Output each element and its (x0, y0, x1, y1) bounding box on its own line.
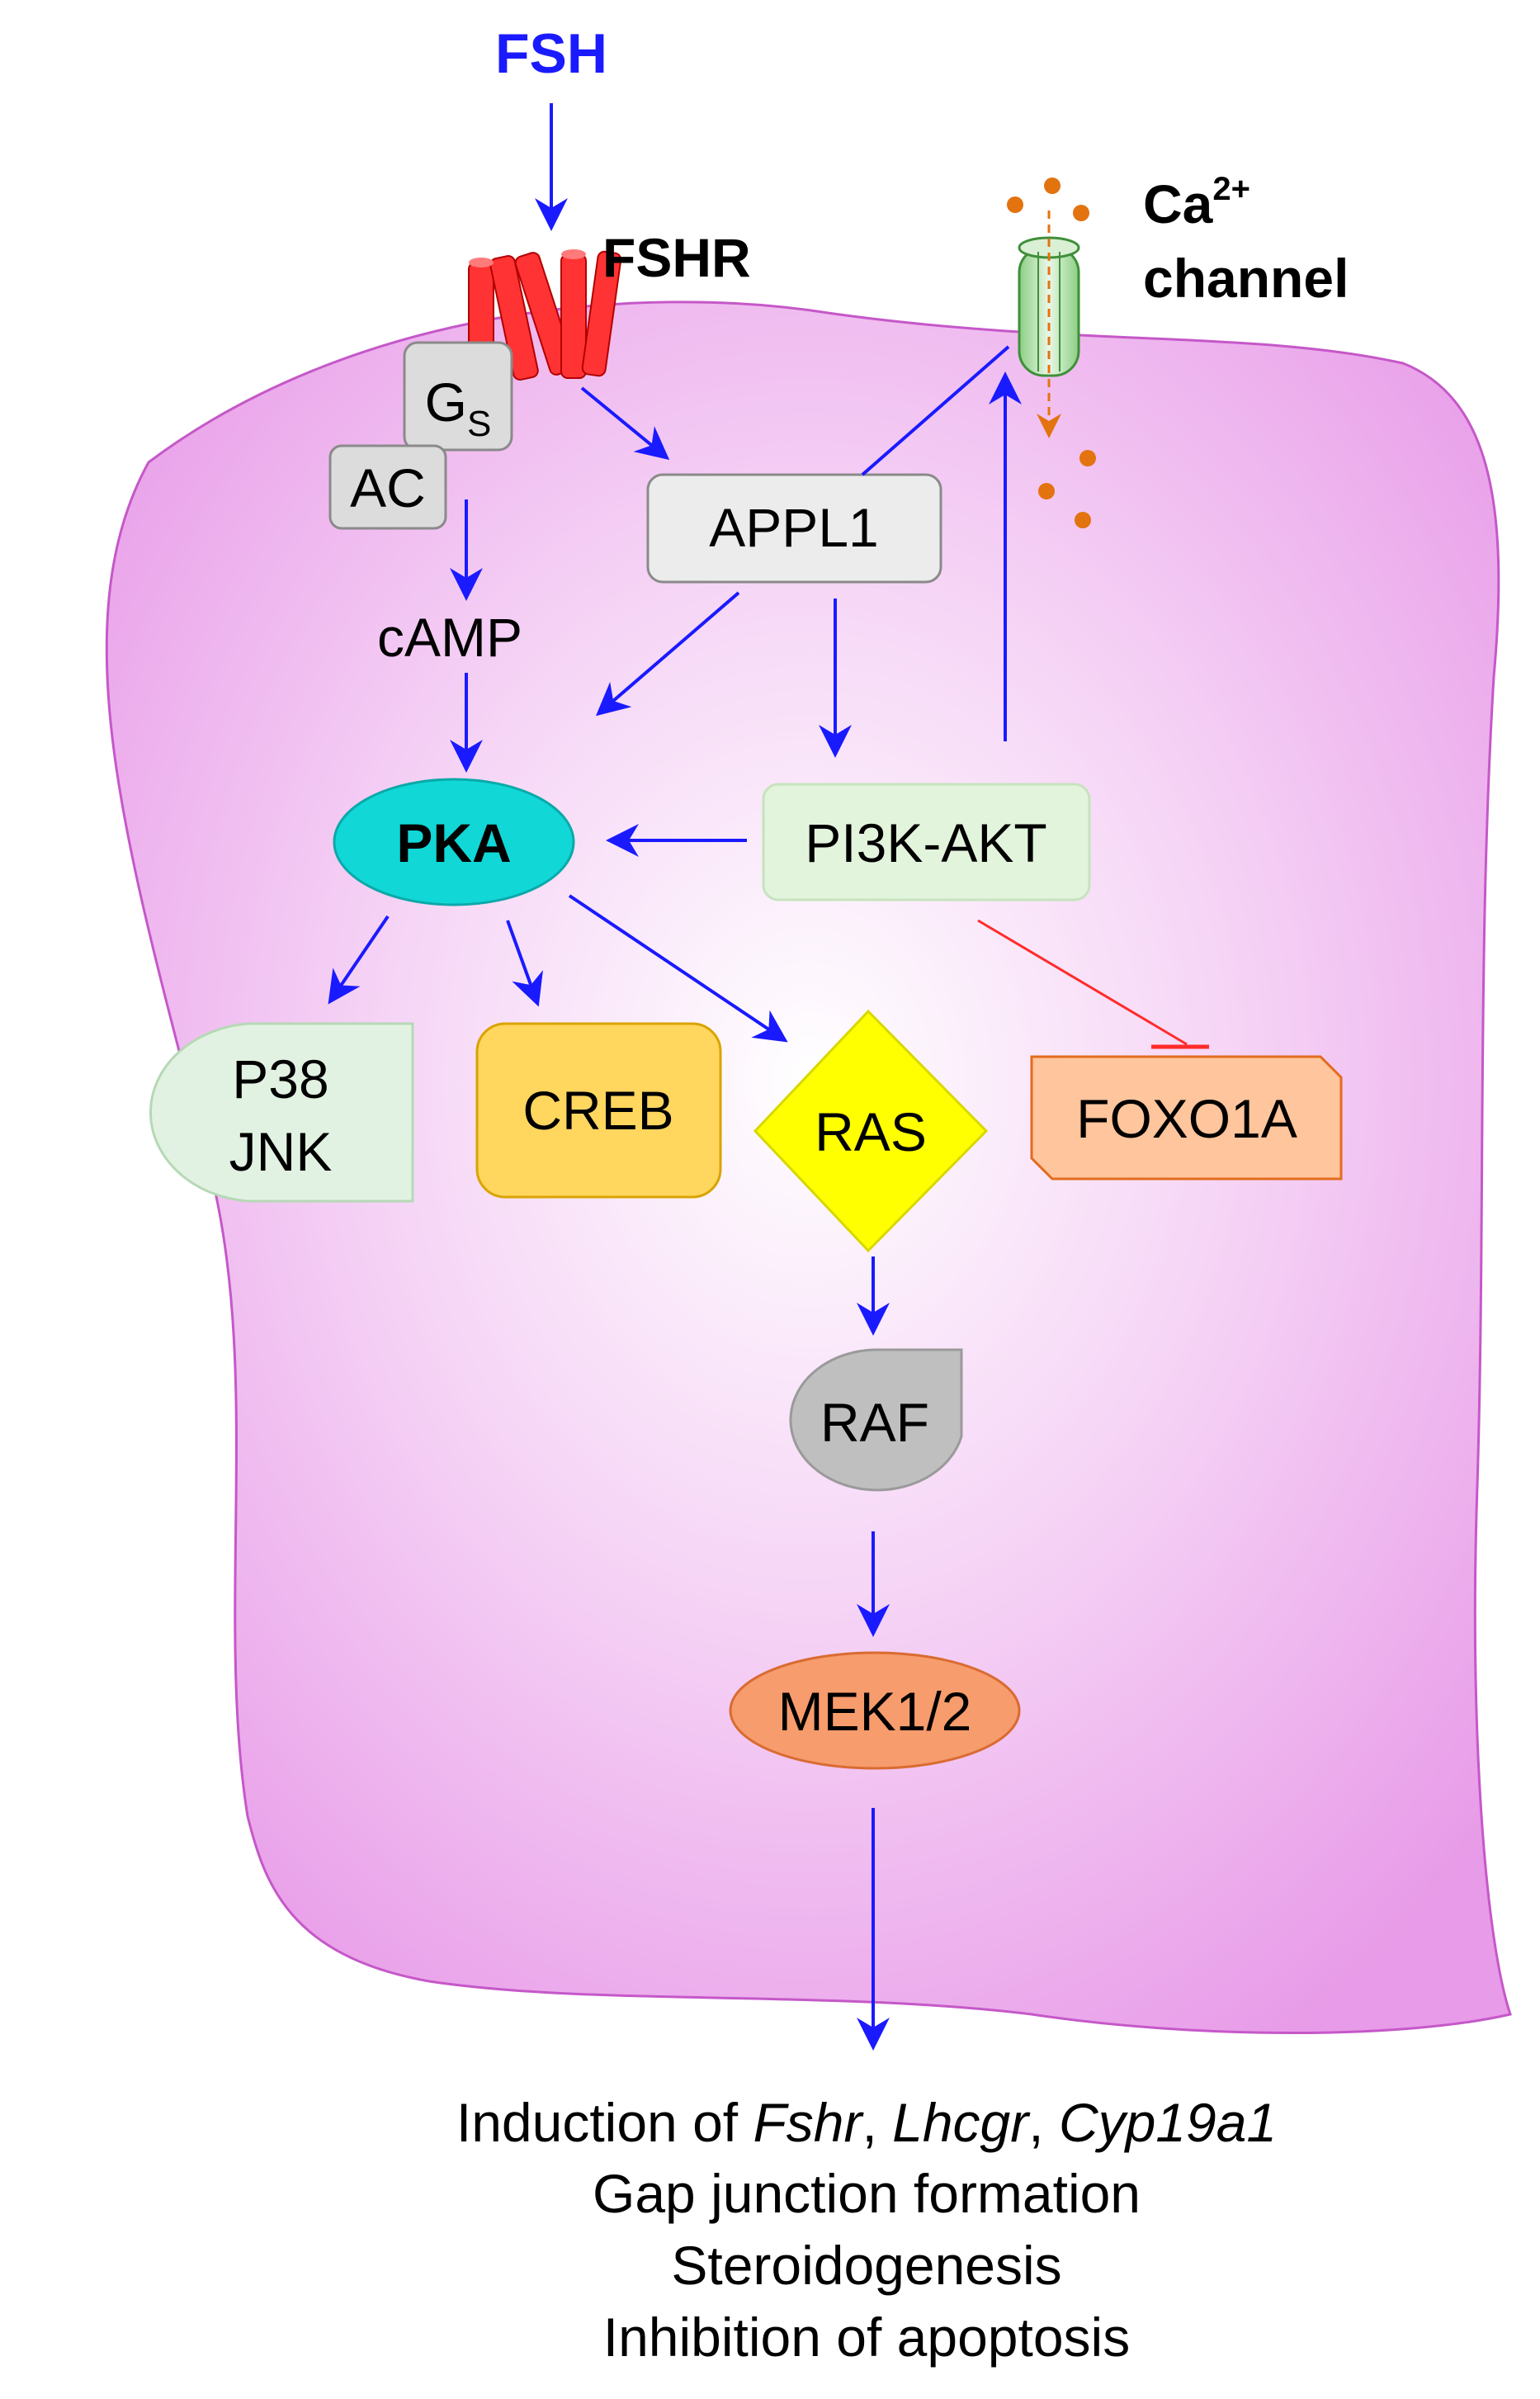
raf-node (789, 1348, 963, 1492)
camp-label: cAMP (377, 607, 522, 668)
pi3k-akt-box (762, 783, 1091, 901)
ac-box (328, 444, 447, 530)
pi3k-inhibits-foxo1a (977, 919, 1209, 1049)
appl1-box (646, 473, 942, 584)
gs-box (403, 341, 513, 452)
pka-to-p38-arrow (328, 915, 390, 1005)
pi3k-akt-label: PI3K-AKT (805, 812, 1046, 873)
fshr-label: FSHR (602, 227, 751, 288)
mek-label: MEK1/2 (778, 1681, 972, 1742)
outcome-apoptosis: Inhibition of apoptosis (603, 2307, 1130, 2368)
ras-label: RAS (815, 1101, 927, 1162)
pka-node (333, 778, 575, 906)
ac-label: AC (350, 457, 426, 518)
jnk-label: JNK (229, 1121, 333, 1182)
pka-to-creb-arrow (506, 920, 543, 1007)
ca-channel-label: Ca2+ (1143, 171, 1250, 234)
foxo1a-node (1030, 1055, 1343, 1181)
raf-label: RAF (820, 1392, 929, 1453)
appl1-to-pka-arrow (595, 591, 740, 717)
calcium-ions-icon (1007, 177, 1096, 528)
ras-node (753, 1009, 989, 1253)
appl1-label: APPL1 (709, 497, 878, 558)
outcome-induction: Induction of Fshr, Lhcgr, Cyp19a1 (456, 2092, 1277, 2153)
fshr-to-appl1-arrow (580, 386, 670, 461)
ca-channel-label-2: channel (1143, 248, 1349, 309)
p38-jnk-node (149, 1022, 414, 1203)
pathway-arrows (328, 345, 1022, 2051)
outcome-gap-junction: Gap junction formation (593, 2163, 1141, 2224)
fsh-label: FSH (495, 22, 607, 85)
appl1-to-channel-line (861, 345, 1010, 476)
creb-box (475, 1022, 722, 1199)
outcome-steroidogenesis: Steroidogenesis (671, 2235, 1061, 2296)
creb-label: CREB (522, 1080, 673, 1141)
foxo1a-label: FOXO1A (1076, 1088, 1297, 1149)
pka-label: PKA (396, 812, 511, 873)
pka-to-ras-arrow (568, 894, 788, 1043)
p38-label: P38 (232, 1048, 328, 1110)
mek-node (729, 1651, 1021, 1770)
gs-label: GS (425, 371, 492, 444)
